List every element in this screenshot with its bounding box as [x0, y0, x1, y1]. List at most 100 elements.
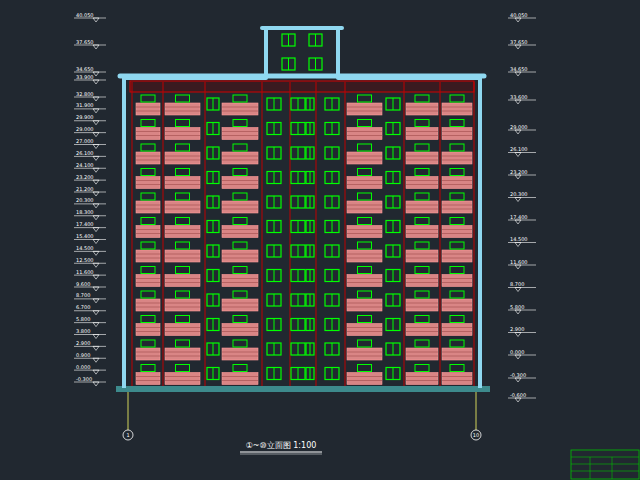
balcony-rail	[442, 250, 472, 262]
rail-line	[347, 184, 382, 185]
rail-line	[165, 135, 200, 136]
window	[306, 319, 314, 331]
window	[176, 291, 190, 298]
balcony-rail	[222, 103, 258, 115]
elevation-value: 17.400	[76, 221, 94, 227]
rail-line	[165, 209, 200, 210]
window-mullion	[310, 319, 311, 331]
window	[358, 340, 372, 347]
elevation-triangle	[93, 275, 99, 279]
window	[325, 221, 339, 233]
elevation-triangle	[93, 97, 99, 101]
elevation-value: 0.000	[76, 364, 90, 370]
window-mullion	[213, 294, 214, 306]
window	[415, 365, 429, 372]
balcony-rail	[136, 348, 160, 360]
elevation-line	[74, 358, 106, 359]
window-mullion	[213, 270, 214, 282]
elevation-triangle	[93, 311, 99, 315]
rail-line	[347, 307, 382, 308]
balcony-rail	[136, 226, 160, 238]
rail-line	[165, 376, 200, 377]
window-mullion	[332, 270, 333, 282]
elevation-line	[74, 346, 106, 347]
window	[309, 34, 322, 46]
elevation-value: 23.200	[76, 174, 94, 180]
window	[141, 267, 155, 274]
balcony-rail	[347, 152, 382, 164]
elevation-triangle	[515, 18, 521, 22]
elevation-value: 18.300	[76, 209, 94, 215]
balcony-rail	[136, 275, 160, 287]
rail-line	[442, 380, 472, 381]
window	[309, 58, 322, 70]
window	[291, 245, 305, 257]
rail-line	[222, 376, 258, 377]
elevation-line	[508, 72, 536, 73]
building-outline	[124, 28, 480, 388]
rail-line	[222, 254, 258, 255]
rail-line	[406, 380, 438, 381]
window	[358, 242, 372, 249]
elevation-triangle	[93, 72, 99, 76]
window	[325, 147, 339, 159]
balcony-rail	[222, 226, 258, 238]
elevation-line	[74, 239, 106, 240]
window	[306, 196, 314, 208]
elevation-value: 5.800	[510, 304, 524, 310]
rail-line	[442, 180, 472, 181]
rail-line	[406, 254, 438, 255]
elevation-line	[74, 120, 106, 121]
window-mullion	[298, 98, 299, 110]
elevation-value: 29.000	[76, 126, 94, 132]
window	[176, 169, 190, 176]
window	[176, 120, 190, 127]
rail-line	[222, 229, 258, 230]
rail-line	[136, 233, 160, 234]
elevation-value: 17.400	[510, 214, 528, 220]
elevation-line	[74, 108, 106, 109]
window	[176, 316, 190, 323]
window-mullion	[332, 294, 333, 306]
rail-line	[222, 209, 258, 210]
window	[358, 218, 372, 225]
window	[141, 193, 155, 200]
rail-line	[406, 205, 438, 206]
elevation-triangle	[515, 310, 521, 314]
elevation-value: 11.600	[76, 269, 94, 275]
window-mullion	[298, 319, 299, 331]
window-mullion	[310, 294, 311, 306]
elevation-value: 34.650	[76, 66, 94, 72]
elevation-triangle	[93, 45, 99, 49]
balcony-rail	[442, 177, 472, 189]
window-mullion	[274, 172, 275, 184]
elevation-line	[74, 275, 106, 276]
window	[141, 144, 155, 151]
window-mullion	[274, 147, 275, 159]
rail-line	[406, 229, 438, 230]
window	[233, 169, 247, 176]
window-mullion	[393, 98, 394, 110]
elevation-line	[508, 18, 536, 19]
rail-line	[136, 356, 160, 357]
elevation-triangle	[93, 18, 99, 22]
window	[325, 294, 339, 306]
window-mullion	[393, 270, 394, 282]
rail-line	[165, 180, 200, 181]
elevation-line	[74, 227, 106, 228]
rail-line	[136, 327, 160, 328]
balcony-rail	[136, 373, 160, 385]
elevation-value: 8.700	[76, 292, 90, 298]
balcony-rail	[442, 275, 472, 287]
elevation-triangle	[93, 240, 99, 244]
elevation-triangle	[93, 109, 99, 113]
rail-line	[406, 307, 438, 308]
window	[415, 169, 429, 176]
balcony-rail	[406, 152, 438, 164]
rail-line	[442, 376, 472, 377]
window	[291, 196, 305, 208]
rail-line	[222, 352, 258, 353]
elevation-value: 2.900	[76, 340, 90, 346]
elevation-value: -0.600	[510, 392, 526, 398]
elevation-line	[508, 287, 536, 288]
